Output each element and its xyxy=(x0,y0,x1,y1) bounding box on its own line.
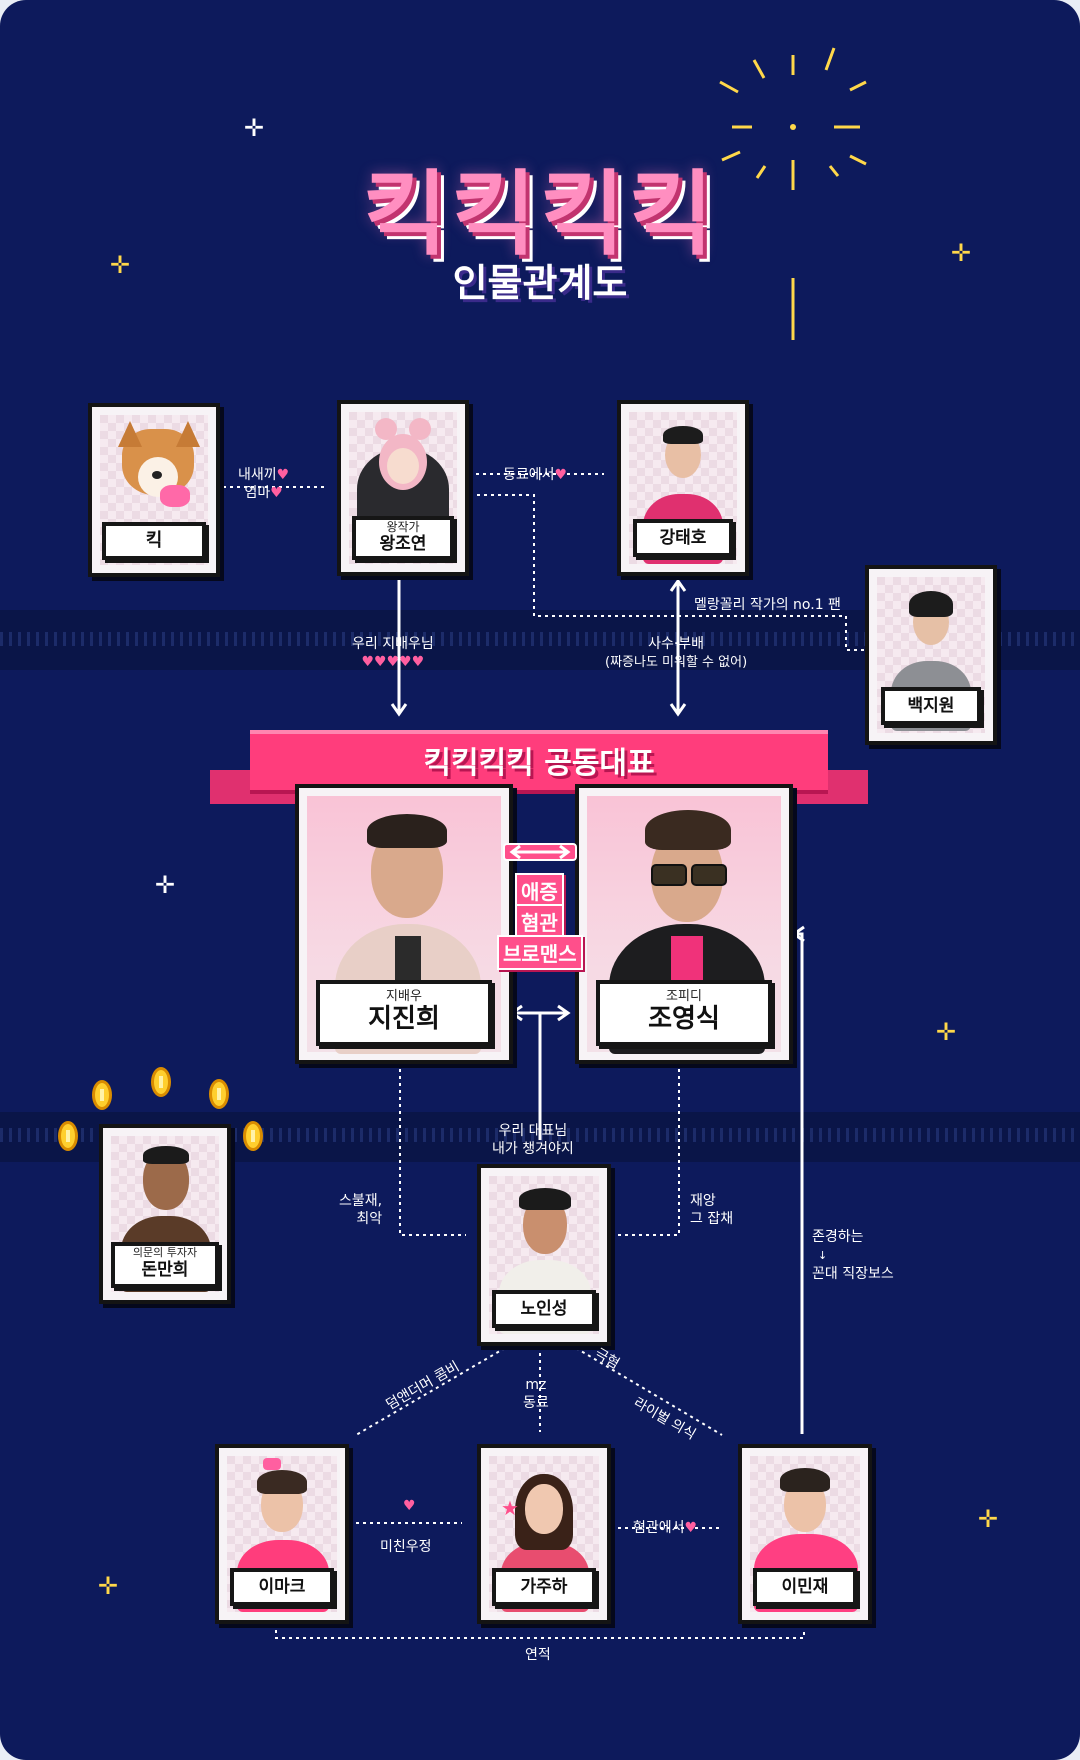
character-name: 돈만희 xyxy=(141,1260,189,1280)
coin-icon xyxy=(92,1080,112,1110)
name-tag: 왕작가 왕조연 xyxy=(352,516,454,560)
card-baek[interactable]: 백지원 xyxy=(865,565,997,745)
relation-text: 동료에서 xyxy=(503,467,555,483)
card-don[interactable]: 의문의 투자자 돈만희 xyxy=(99,1124,231,1304)
co-ceo-ribbon: 킥킥킥킥 공동대표 xyxy=(210,730,868,804)
character-name: 백지원 xyxy=(907,696,955,716)
relation-text: 존경하는 xyxy=(812,1229,864,1245)
relation-text: 동료 xyxy=(523,1395,549,1411)
name-tag: 의문의 투자자 돈만희 xyxy=(111,1242,219,1288)
relation-text: (짜증나도 미워할 수 없어) xyxy=(605,655,748,670)
name-tag: 가주하 xyxy=(492,1568,596,1606)
sparkle-icon: ✛ xyxy=(951,239,972,267)
name-tag: 지배우 지진희 xyxy=(316,980,492,1046)
heart-icon: ♥ xyxy=(270,485,283,501)
name-tag: 조피디 조영식 xyxy=(596,980,772,1046)
name-tag: 이마크 xyxy=(230,1568,334,1606)
sparkle-icon: ✛ xyxy=(98,1572,119,1600)
name-tag: 강태호 xyxy=(633,519,733,557)
character-name: 킥 xyxy=(145,530,163,551)
character-name: 조영식 xyxy=(648,1004,720,1034)
card-imark[interactable]: 이마크 xyxy=(215,1444,349,1624)
coin-icon xyxy=(243,1121,263,1151)
relation-text: 그 잡채 xyxy=(690,1211,734,1227)
name-tag: 노인성 xyxy=(492,1290,596,1328)
ribbon-band xyxy=(250,730,828,794)
relation-ji-no: 스불재, 최악 xyxy=(339,1192,382,1228)
card-kick[interactable]: 킥 xyxy=(88,403,220,577)
character-name: 가주하 xyxy=(520,1577,568,1597)
card-imin[interactable]: 이민재 xyxy=(738,1444,872,1624)
name-tag: 킥 xyxy=(102,522,206,560)
heart-icon: ♥ xyxy=(554,467,568,483)
card-ji[interactable]: 지배우 지진희 xyxy=(295,784,513,1064)
character-name: 지진희 xyxy=(368,1004,440,1034)
coin-icon xyxy=(58,1121,78,1151)
relation-text: 스불재, xyxy=(339,1193,383,1209)
character-role: 왕작가 xyxy=(386,520,420,534)
relation-text: 내가 챙겨야지 xyxy=(492,1141,574,1157)
relation-text: 사수·부배 xyxy=(648,636,705,652)
relation-kick-wang: 내새끼♥ 엄마♥ xyxy=(238,466,289,502)
relation-wang-kang: 동료에서♥ xyxy=(503,466,567,484)
relation-imark-imin: 연적 xyxy=(525,1647,551,1663)
relation-imark-gaju: 미친우정 xyxy=(380,1539,432,1555)
relation-label: 브로맨스 xyxy=(497,935,583,970)
relation-text: 우리 대표님 xyxy=(498,1123,568,1139)
name-tag: 백지원 xyxy=(881,687,981,725)
down-arrow-icon: ↓ xyxy=(818,1249,828,1262)
heart-icon: ♥ xyxy=(276,467,290,483)
relation-gaju-imin: 혐관에서♥ xyxy=(633,1519,697,1537)
card-wang[interactable]: 왕작가 왕조연 xyxy=(337,400,469,576)
relation-text: 내새끼 xyxy=(238,467,277,483)
firework-icon xyxy=(719,47,867,340)
page-subtitle: 인물관계도 xyxy=(452,261,628,305)
relation-label: 애증 xyxy=(515,873,564,908)
heart-icon: ♥ xyxy=(684,1520,698,1536)
character-name: 강태호 xyxy=(659,528,707,548)
relation-baek-fan: 멜랑꼴리 작가의 no.1 팬 xyxy=(694,597,841,613)
character-role: 지배우 xyxy=(386,989,422,1004)
sparkle-icon: ✛ xyxy=(978,1505,999,1533)
sparkle-icon: ✛ xyxy=(244,114,265,142)
name-tag: 이민재 xyxy=(753,1568,857,1606)
relation-text: mz xyxy=(525,1377,547,1393)
relation-text: 재앙 xyxy=(690,1193,716,1209)
character-role: 의문의 투자자 xyxy=(132,1246,198,1259)
relation-no-gaju: mz 동료 xyxy=(523,1376,549,1412)
ribbon-text: 킥킥킥킥 공동대표 xyxy=(423,746,655,781)
relation-jo-no: 재앙 그 잡채 xyxy=(690,1192,733,1228)
card-jo[interactable]: 조피디 조영식 xyxy=(575,784,793,1064)
heart-icon: ♥♥♥♥♥ xyxy=(361,654,425,670)
relation-text: 최악 xyxy=(356,1211,383,1227)
double-arrow-icon xyxy=(502,838,578,866)
relation-imin-jo: 존경하는 ↓ 꼰대 직장보스 xyxy=(812,1228,894,1283)
relation-label: 혐관 xyxy=(515,904,564,939)
relation-wang-ji: 우리 지배우님 ♥♥♥♥♥ xyxy=(352,635,434,671)
character-name: 노인성 xyxy=(520,1299,568,1319)
coin-icon xyxy=(209,1079,229,1109)
relation-text: 엄마 xyxy=(244,485,271,501)
sparkle-icon: ✛ xyxy=(155,871,176,899)
relation-text: 꼰대 직장보스 xyxy=(812,1266,894,1282)
character-name: 왕조연 xyxy=(379,534,427,554)
relation-text: 혐관에서 xyxy=(633,1520,685,1536)
sparkle-icon: ✛ xyxy=(936,1018,957,1046)
character-name: 이마크 xyxy=(258,1577,306,1597)
character-role: 조피디 xyxy=(666,989,702,1004)
card-no[interactable]: 노인성 xyxy=(477,1164,611,1346)
page-title: 킥킥킥킥 xyxy=(362,161,718,268)
card-kang[interactable]: 강태호 xyxy=(617,400,749,576)
card-gaju[interactable]: ★ 가주하 xyxy=(477,1444,611,1624)
relation-kang-jo: 사수·부배 (짜증나도 미워할 수 없어) xyxy=(605,635,747,672)
heart-icon: ♥ xyxy=(403,1498,416,1514)
sparkle-icon: ✛ xyxy=(110,251,131,279)
character-name: 이민재 xyxy=(781,1577,829,1597)
relation-ji-no-top: 우리 대표님 내가 챙겨야지 xyxy=(492,1122,574,1158)
pixel-pattern xyxy=(0,632,1080,646)
coin-icon xyxy=(151,1067,171,1097)
relation-text: 우리 지배우님 xyxy=(352,636,434,652)
